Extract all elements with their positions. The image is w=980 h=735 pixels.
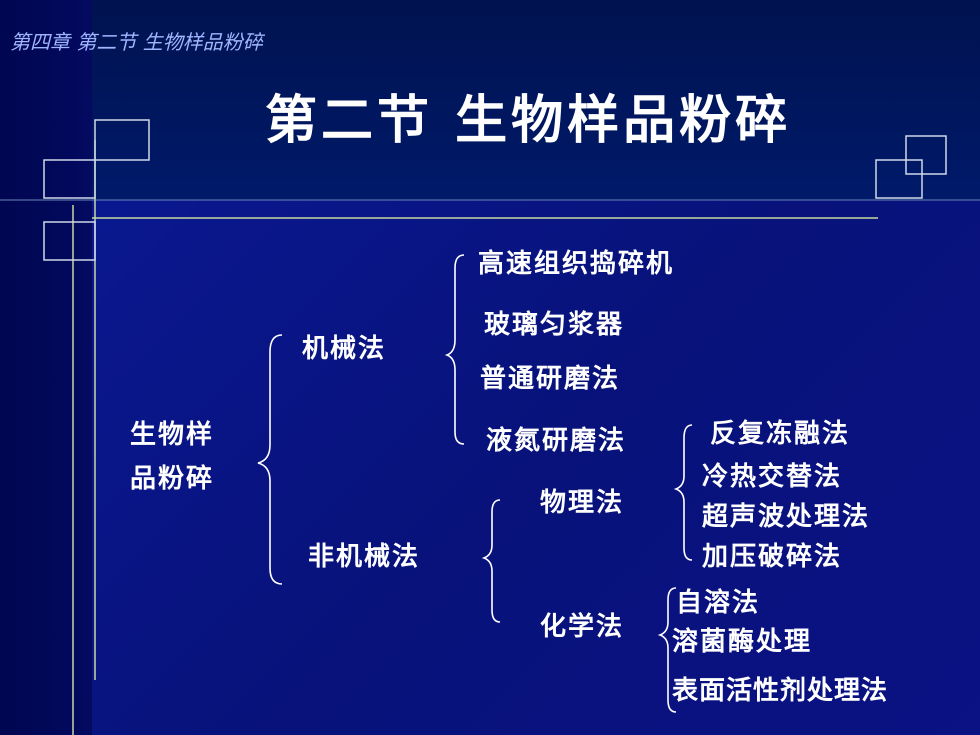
chemical-item-3: 表面活性剂处理法	[672, 676, 889, 706]
brace-root	[257, 334, 283, 585]
mechanical-item-2: 玻璃匀浆器	[484, 310, 625, 340]
content-panel	[92, 200, 980, 735]
brace-physical	[673, 424, 693, 561]
physical-item-3: 超声波处理法	[702, 502, 871, 532]
chemical-item-1: 自溶法	[676, 588, 761, 618]
brace-mechanical	[444, 254, 465, 445]
brace-chemical	[657, 587, 677, 713]
physical-label: 物理法	[540, 488, 625, 518]
top-band	[0, 0, 980, 200]
chemical-label: 化学法	[540, 612, 625, 642]
brace-non-mechanical	[481, 499, 501, 623]
mechanical-item-1: 高速组织捣碎机	[478, 249, 675, 279]
left-band	[0, 0, 92, 735]
mechanical-item-4: 液氮研磨法	[486, 426, 627, 456]
root-label-line1: 生物样	[130, 420, 215, 450]
mechanical-item-3: 普通研磨法	[480, 364, 621, 394]
breadcrumb: 第四章 第二节 生物样品粉碎	[10, 30, 263, 54]
chemical-item-2: 溶菌酶处理	[672, 627, 813, 657]
mechanical-label: 机械法	[302, 334, 387, 364]
non-mechanical-label: 非机械法	[308, 542, 421, 572]
physical-item-2: 冷热交替法	[702, 462, 843, 492]
page-title: 第二节 生物样品粉碎	[265, 90, 792, 151]
physical-item-1: 反复冻融法	[710, 419, 851, 449]
physical-item-4: 加压破碎法	[702, 542, 843, 572]
root-label-line2: 品粉碎	[130, 464, 215, 494]
